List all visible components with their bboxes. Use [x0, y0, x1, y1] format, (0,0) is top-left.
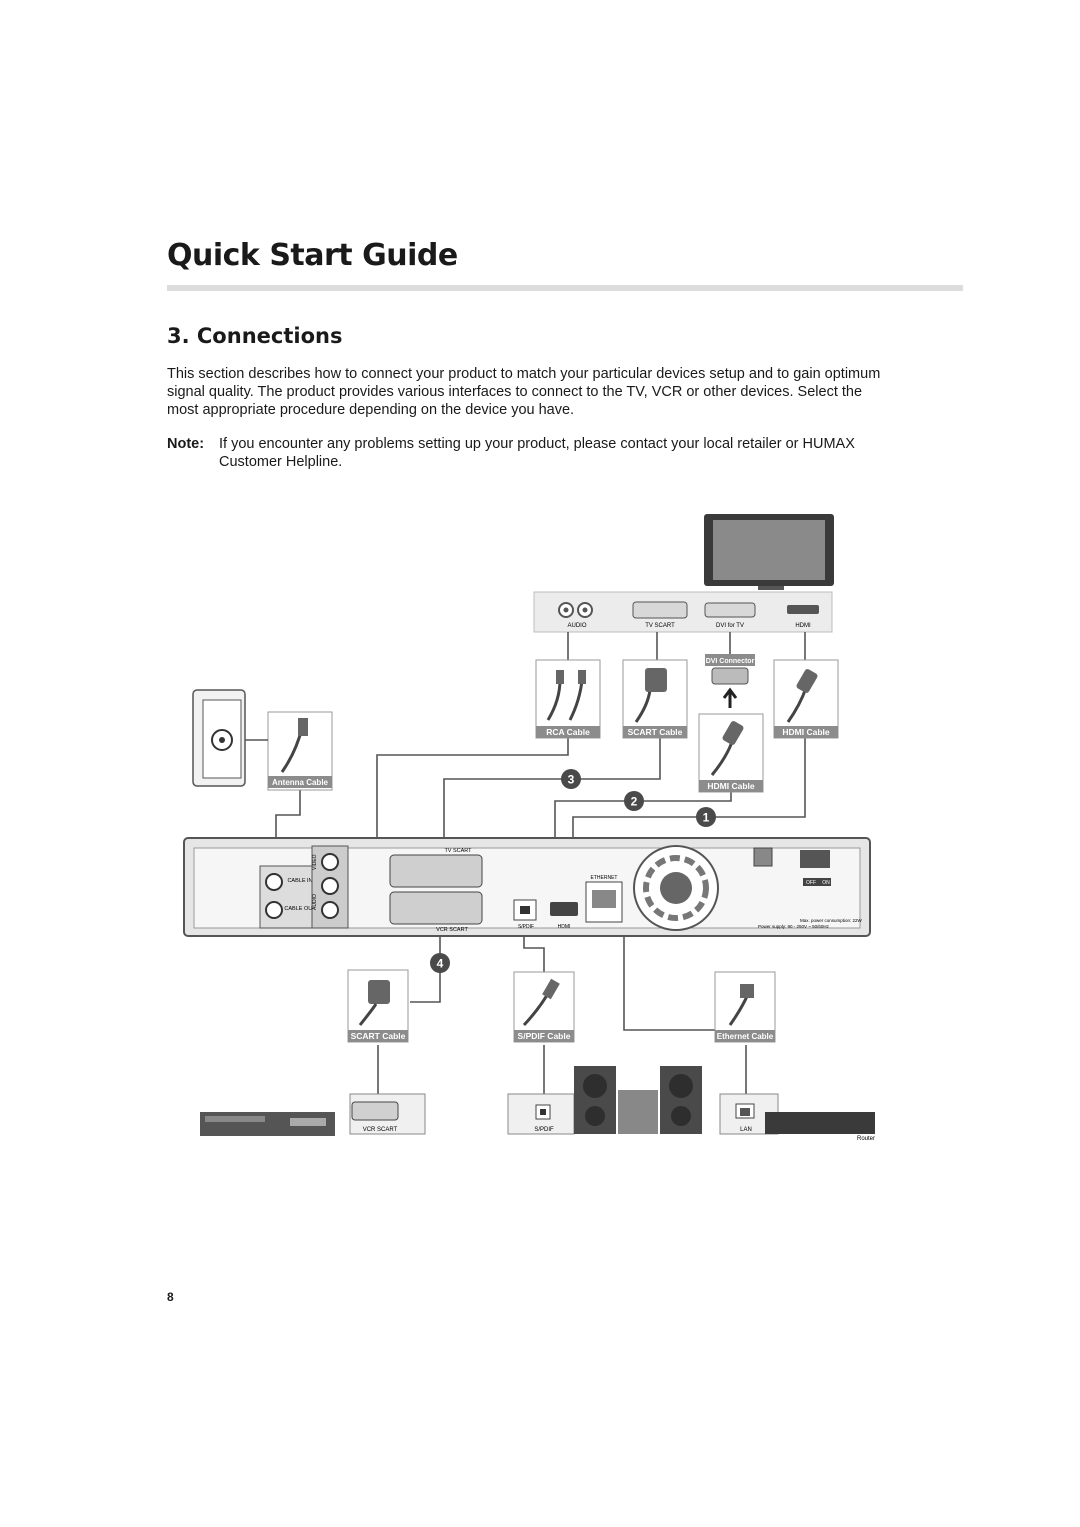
note-label: Note: — [167, 436, 205, 452]
cable-out-label: CABLE OUT — [284, 906, 316, 912]
audio-system-illustration: S/PDIF — [507, 1066, 702, 1135]
video-label: VIDEO — [312, 854, 318, 870]
page-title: Quick Start Guide — [167, 238, 458, 273]
hdmi-cable-mid-label: HDMI Cable — [707, 781, 755, 791]
intro-paragraph: This section describes how to connect yo… — [167, 366, 881, 418]
hdmi-port-label: HDMI — [558, 924, 571, 930]
tv-back-panel: AUDIO TV SCART DVI for TV HDMI — [533, 591, 833, 633]
scart-cable-bottom-box: SCART Cable — [347, 969, 409, 1043]
ethernet-cable-box: Ethernet Cable — [714, 971, 776, 1043]
title-rule — [167, 285, 963, 291]
on-label: ON — [822, 880, 830, 886]
spdif-device-label: S/PDIF — [534, 1127, 554, 1133]
note-text: If you encounter any problems setting up… — [219, 436, 855, 470]
tv-dvi-label: DVI for TV — [716, 623, 744, 629]
section-title: 3. Connections — [167, 324, 343, 348]
power-info-2: Power supply: 90 - 250V ~ 50/60Hz — [758, 924, 830, 929]
lan-device-label: LAN — [740, 1127, 752, 1133]
cable-in-label: CABLE IN — [287, 878, 312, 884]
receiver-back-panel: CABLE IN CABLE OUT VIDEO AUDIO TV SCART … — [183, 837, 871, 937]
antenna-cable-label: Antenna Cable — [272, 778, 329, 787]
tv-scart-label: TV SCART — [645, 623, 675, 629]
step-badge-4: 4 — [430, 953, 450, 973]
scart-cable-top-label: SCART Cable — [628, 727, 683, 737]
dvi-connector: DVI Connector — [705, 654, 755, 708]
tv-audio-label: AUDIO — [567, 623, 586, 629]
vcr-illustration: VCR SCART — [200, 1093, 426, 1136]
antenna-wall-socket — [192, 689, 246, 787]
spdif-cable-label: S/PDIF Cable — [518, 1031, 571, 1041]
rca-cable-box: RCA Cable — [535, 659, 601, 739]
hdmi-cable-top-label: HDMI Cable — [782, 727, 830, 737]
note-block: Note: If you encounter any problems sett… — [167, 435, 887, 471]
dvi-connector-label: DVI Connector — [706, 658, 755, 665]
tv-illustration — [704, 514, 834, 590]
tv-hdmi-label: HDMI — [795, 623, 811, 629]
svg-text:2: 2 — [631, 795, 638, 809]
power-info-1: Max. power consumption: 22W — [800, 918, 863, 923]
scart-cable-top-box: SCART Cable — [622, 659, 688, 739]
svg-text:1: 1 — [703, 811, 710, 825]
spdif-port-label: S/PDIF — [518, 924, 534, 930]
svg-text:3: 3 — [568, 773, 575, 787]
step-badge-2: 2 — [624, 791, 644, 811]
rca-cable-label: RCA Cable — [546, 727, 590, 737]
vcr-scart-port-label: VCR SCART — [436, 927, 468, 933]
step-badge-1: 1 — [696, 807, 716, 827]
vcr-scart-device-label: VCR SCART — [363, 1127, 398, 1133]
scart-cable-bottom-label: SCART Cable — [351, 1031, 406, 1041]
spdif-cable-box: S/PDIF Cable — [513, 971, 575, 1043]
antenna-cable-box: Antenna Cable — [245, 711, 333, 791]
off-label: OFF — [806, 880, 816, 886]
ethernet-cable-label: Ethernet Cable — [717, 1032, 774, 1041]
router-illustration: LAN Router — [719, 1093, 875, 1142]
svg-text:4: 4 — [437, 957, 444, 971]
page-number: 8 — [167, 1290, 174, 1304]
hdmi-cable-mid-box: HDMI Cable — [698, 713, 764, 793]
step-badge-3: 3 — [561, 769, 581, 789]
ethernet-port-label: ETHERNET — [591, 875, 618, 881]
hdmi-cable-top-box: HDMI Cable — [773, 659, 839, 739]
router-label: Router — [857, 1136, 875, 1142]
audio-label: AUDIO — [312, 894, 318, 910]
tv-scart-port-label: TV SCART — [444, 848, 472, 854]
